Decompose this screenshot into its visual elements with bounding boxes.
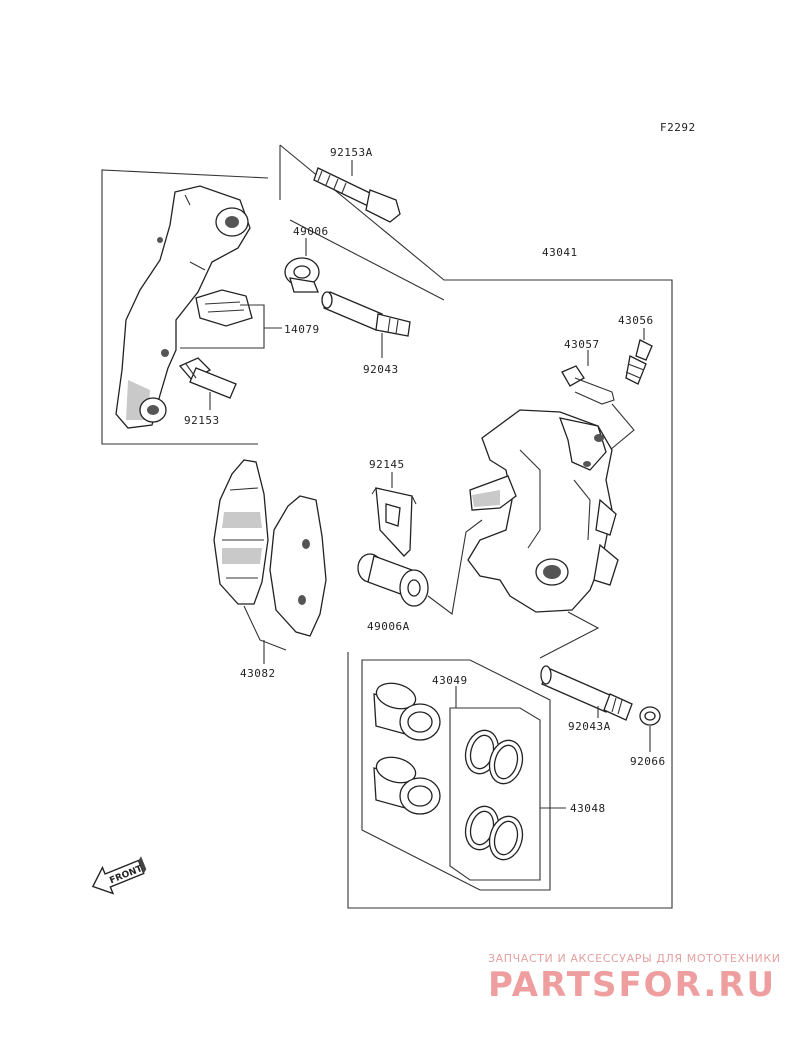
bolt-92153A xyxy=(313,167,401,223)
label-43048: 43048 xyxy=(570,802,606,815)
caliper-group-outline xyxy=(279,144,673,909)
figure-code: F2292 xyxy=(660,121,696,134)
label-92153A: 92153A xyxy=(330,146,373,159)
label-43041: 43041 xyxy=(542,246,578,259)
brake-pad-left xyxy=(213,459,269,605)
piston-seal-outline xyxy=(449,707,541,881)
piston-lower xyxy=(373,756,441,815)
label-43049: 43049 xyxy=(432,674,468,687)
slide-pin-92043A xyxy=(540,665,633,721)
front-arrow-icon: FRONT xyxy=(91,856,147,895)
bleeder-cap xyxy=(561,365,615,405)
slide-pin-92043 xyxy=(321,291,411,337)
label-92153: 92153 xyxy=(184,414,220,427)
watermark-logo: PARTSFOR.RU xyxy=(488,965,776,1005)
label-49006A: 49006A xyxy=(367,620,410,633)
bolt-92153 xyxy=(178,357,237,399)
piston-seals-lower xyxy=(464,805,524,861)
pad-holder xyxy=(371,487,417,557)
caliper-bracket xyxy=(115,185,251,429)
bleeder-valve xyxy=(625,339,653,385)
label-92145: 92145 xyxy=(369,458,405,471)
dust-boot-49006A xyxy=(357,553,429,607)
label-92043A: 92043A xyxy=(568,720,611,733)
caliper-body xyxy=(467,409,619,613)
seal-kit-outline xyxy=(361,659,551,891)
label-92043: 92043 xyxy=(363,363,399,376)
watermark-caption: ЗАПЧАСТИ И АКСЕССУАРЫ ДЛЯ МОТОТЕХНИКИ xyxy=(488,952,781,965)
dust-boot-49006 xyxy=(284,257,320,293)
label-43056: 43056 xyxy=(618,314,654,327)
label-92066: 92066 xyxy=(630,755,666,768)
label-43082: 43082 xyxy=(240,667,276,680)
label-14079: 14079 xyxy=(284,323,320,336)
piston-seals-upper xyxy=(464,729,524,785)
bracket-group-outline xyxy=(101,169,269,445)
piston-upper xyxy=(373,682,441,741)
pin-cap xyxy=(639,706,661,726)
label-49006: 49006 xyxy=(293,225,329,238)
brake-pad-right xyxy=(269,495,327,637)
pad-spring xyxy=(195,289,253,327)
label-43057: 43057 xyxy=(564,338,600,351)
